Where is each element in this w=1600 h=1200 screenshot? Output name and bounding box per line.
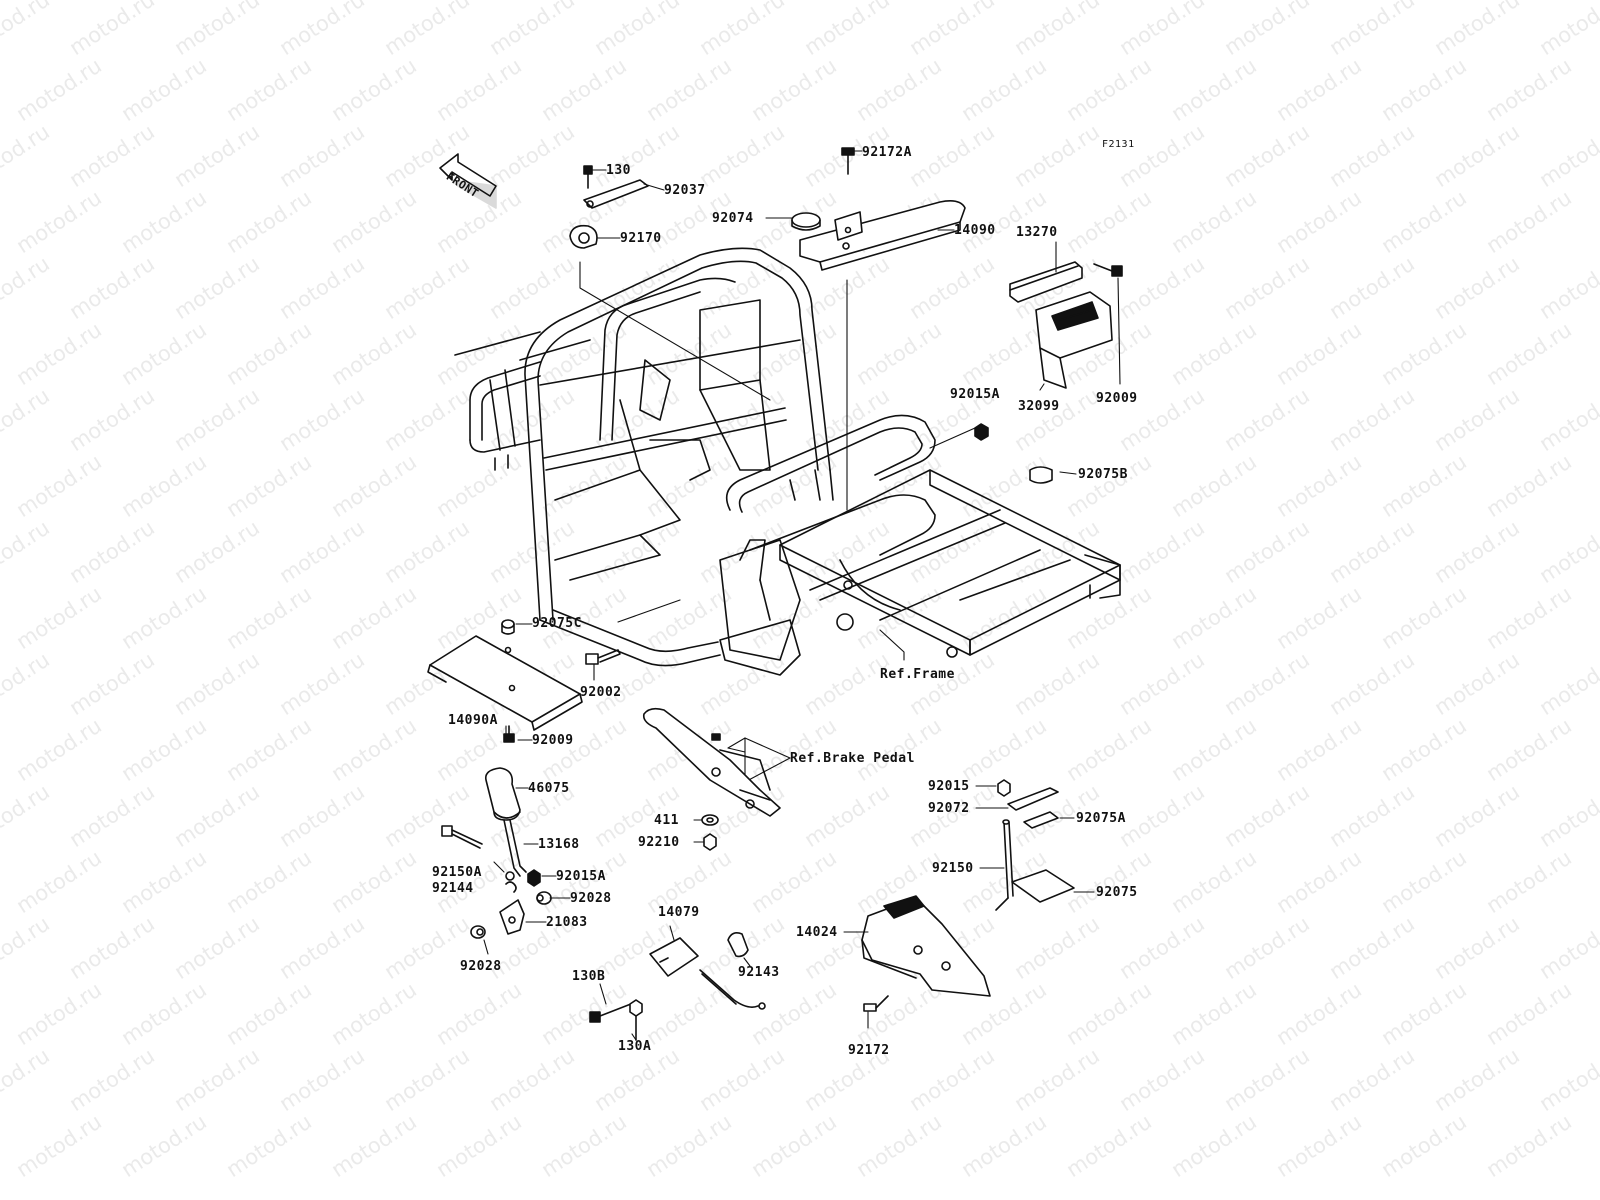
part-label-92002: 92002 [580,685,622,700]
part-label-14090: 14090 [954,223,996,238]
part-label-92170: 92170 [620,231,662,246]
part-92075c-pad-icon [501,619,515,635]
part-label-92075: 92075 [1096,885,1138,900]
part-21083-bracket-icon [499,899,525,935]
part-label-92172a: 92172A [862,145,912,160]
part-92009-lower-bolt-icon [503,725,515,743]
part-92170-clamp-icon [569,224,598,249]
part-label-92028-a: 92028 [570,891,612,906]
part-label-411: 411 [654,813,679,828]
part-92015-nut-icon [997,779,1011,797]
part-14079-cable-icon [649,937,766,1010]
part-label-13270: 13270 [1016,225,1058,240]
leader-lines [579,261,976,783]
part-label-92037: 92037 [664,183,706,198]
part-label-92075b: 92075B [1078,467,1128,482]
part-92075a-pad-icon [1023,811,1059,829]
part-label-46075: 46075 [528,781,570,796]
part-92150-rod-icon [995,819,1014,911]
part-92028-bushing-icon [536,891,552,905]
part-92009-bolt-icon [1093,263,1123,277]
part-92074-plug-icon [791,212,821,231]
part-label-92015: 92015 [928,779,970,794]
part-130b-bolt-icon [589,1001,637,1023]
part-label-92150: 92150 [932,861,974,876]
part-label-92172: 92172 [848,1043,890,1058]
part-label-92210: 92210 [638,835,680,850]
part-46075-knob-icon [484,767,521,821]
figure-id: F2131 [1102,139,1135,150]
main-frame [454,247,1121,676]
part-92210-nut-icon [703,833,717,851]
part-label-92075a: 92075A [1076,811,1126,826]
part-92028-b-bushing-icon [470,925,486,939]
ref-label-brake-pedal: Ref.Brake Pedal [790,751,915,766]
part-label-14090a: 14090A [448,713,498,728]
part-label-92009-upper: 92009 [1096,391,1138,406]
part-92015a-nut-icon [974,423,989,441]
part-label-92075c: 92075C [532,616,582,631]
brake-lever-icon [642,707,781,817]
part-92144-spring-icon [505,881,517,893]
part-130-bolt-icon [583,165,593,189]
part-label-92015a-upper: 92015A [950,387,1000,402]
part-label-92150a: 92150A [432,865,482,880]
part-label-92072: 92072 [928,801,970,816]
part-92172-bolt-icon [863,995,889,1012]
part-92075b-pad-icon [1029,466,1053,484]
part-92075-pad-icon [1011,869,1075,903]
part-14090-cover-icon [799,200,966,271]
part-label-14024: 14024 [796,925,838,940]
ref-label-frame: Ref.Frame [880,667,955,682]
part-92143-collar-icon [727,932,749,958]
part-label-130a: 130A [618,1039,652,1054]
front-arrow-icon [439,153,497,209]
part-label-130: 130 [606,163,631,178]
part-411-washer-icon [701,814,719,826]
part-92015a-lower-nut-icon [527,869,541,887]
part-label-130b: 130B [572,969,606,984]
part-label-21083: 21083 [546,915,588,930]
part-32099-box-icon [1035,291,1113,389]
part-92037-strap-icon [583,179,649,209]
part-label-32099: 32099 [1018,399,1060,414]
part-92002-bolt-icon [585,649,621,665]
part-92172a-bolt-icon [841,147,855,175]
part-label-92143: 92143 [738,965,780,980]
part-14024-cover-icon [861,895,991,997]
part-13270-bracket-icon [1009,261,1083,303]
part-label-92015a-lower: 92015A [556,869,606,884]
part-14090a-plate-icon [427,635,583,731]
part-label-14079: 14079 [658,905,700,920]
part-label-92028-b: 92028 [460,959,502,974]
part-label-92144: 92144 [432,881,474,896]
part-130a-nut-icon [629,999,643,1041]
part-92150a-bolt-icon [441,825,483,849]
part-label-13168: 13168 [538,837,580,852]
part-label-92074: 92074 [712,211,754,226]
part-13168-lever-icon [503,819,527,881]
part-92072-strap-icon [1007,787,1059,811]
part-label-92009-lower: 92009 [532,733,574,748]
label-leaders [483,150,1121,1041]
